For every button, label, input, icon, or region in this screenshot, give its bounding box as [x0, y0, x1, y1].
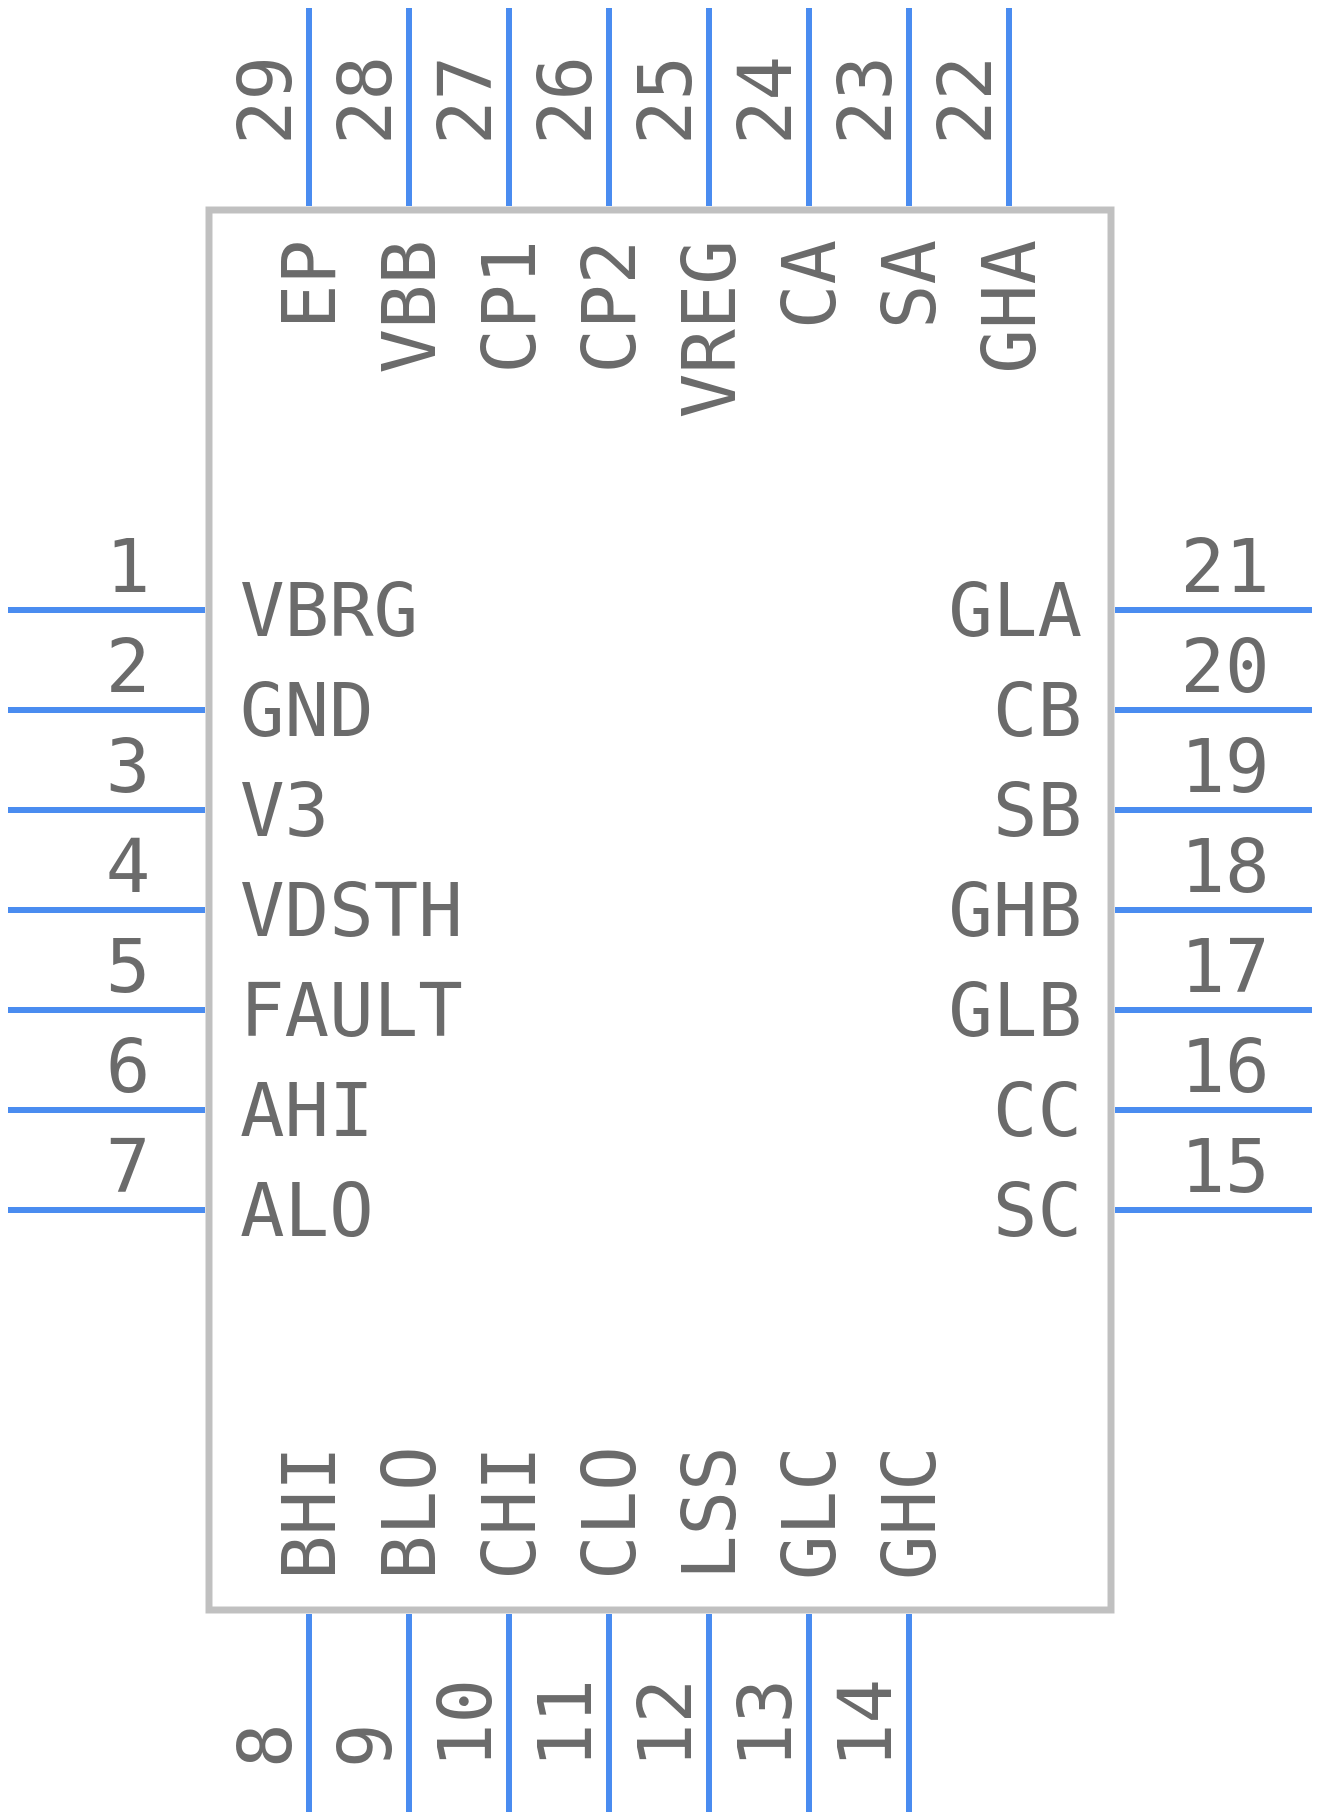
- pin-number-label: 21: [1180, 524, 1269, 610]
- pin-name-label: VBRG: [240, 568, 418, 654]
- pin-name-label: V3: [240, 768, 329, 854]
- pin-number-label: 26: [523, 56, 609, 145]
- bottom-pin-group: 8 BHI 9 BLO 10 CHI 11 CLO 12 LSS 13 GLC 14 GHC: [223, 1446, 953, 1812]
- pin-name-label: EP: [267, 240, 353, 329]
- ic-body: [205, 206, 1115, 1614]
- pin-number-label: 22: [923, 56, 1009, 145]
- pin-number-label: 28: [323, 56, 409, 145]
- pin-8: 8 BHI: [223, 1446, 353, 1812]
- pin-3: 3V3: [8, 724, 329, 854]
- pin-number-label: 19: [1180, 724, 1269, 810]
- pin-12: 12 LSS: [623, 1446, 753, 1812]
- pin-name-label: GHC: [867, 1446, 953, 1580]
- pin-number-label: 10: [423, 1679, 509, 1768]
- pin-number-label: 4: [106, 824, 151, 910]
- pin-name-label: GLA: [948, 568, 1082, 654]
- pin-number-label: 12: [623, 1679, 709, 1768]
- pin-name-label: SB: [993, 768, 1082, 854]
- pin-number-label: 8: [223, 1723, 309, 1768]
- pin-number-label: 29: [223, 56, 309, 145]
- pin-name-label: LSS: [667, 1446, 753, 1580]
- pin-number-label: 20: [1180, 624, 1269, 710]
- pin-name-label: GHA: [967, 240, 1053, 374]
- pin-name-label: GLB: [948, 968, 1082, 1054]
- pin-number-label: 15: [1180, 1124, 1269, 1210]
- pin-number-label: 5: [106, 924, 151, 1010]
- pin-number-label: 13: [723, 1679, 809, 1768]
- pin-name-label: VBB: [367, 240, 453, 374]
- pin-name-label: CHI: [467, 1446, 553, 1580]
- pin-9: 9 BLO: [323, 1446, 453, 1812]
- pin-name-label: CLO: [567, 1446, 653, 1580]
- pin-number-label: 2: [106, 624, 151, 710]
- pin-name-label: AHI: [240, 1068, 374, 1154]
- pin-name-label: CC: [993, 1068, 1082, 1154]
- pin-13: 13 GLC: [723, 1446, 853, 1812]
- pin-name-label: CA: [767, 240, 853, 329]
- pin-name-label: BHI: [267, 1446, 353, 1580]
- pin-name-label: SC: [993, 1168, 1082, 1254]
- pin-number-label: 1: [106, 524, 151, 610]
- pin-10: 10 CHI: [423, 1446, 553, 1812]
- pin-name-label: SA: [867, 240, 953, 329]
- pin-name-label: GHB: [948, 868, 1082, 954]
- pin-number-label: 27: [423, 56, 509, 145]
- pin-11: 11 CLO: [523, 1446, 653, 1812]
- pin-number-label: 24: [723, 56, 809, 145]
- pin-name-label: GND: [240, 668, 374, 754]
- pin-number-label: 11: [523, 1679, 609, 1768]
- pin-name-label: CB: [993, 668, 1082, 754]
- pin-14: 14 GHC: [823, 1446, 953, 1812]
- pin-number-label: 6: [106, 1024, 151, 1110]
- pin-number-label: 16: [1180, 1024, 1269, 1110]
- pin-name-label: VREG: [667, 240, 753, 418]
- pin-name-label: CP1: [467, 240, 553, 374]
- pin-number-label: 17: [1180, 924, 1269, 1010]
- pin-name-label: CP2: [567, 240, 653, 374]
- pin-number-label: 18: [1180, 824, 1269, 910]
- pin-name-label: ALO: [240, 1168, 374, 1254]
- pin-number-label: 9: [323, 1723, 409, 1768]
- pin-name-label: VDSTH: [240, 868, 463, 954]
- pin-name-label: FAULT: [240, 968, 463, 1054]
- pin-name-label: BLO: [367, 1446, 453, 1580]
- pin-name-label: GLC: [767, 1446, 853, 1580]
- pin-number-label: 14: [823, 1679, 909, 1768]
- pin-number-label: 23: [823, 56, 909, 145]
- pin-number-label: 3: [106, 724, 151, 810]
- pin-number-label: 25: [623, 56, 709, 145]
- pin-number-label: 7: [106, 1124, 151, 1210]
